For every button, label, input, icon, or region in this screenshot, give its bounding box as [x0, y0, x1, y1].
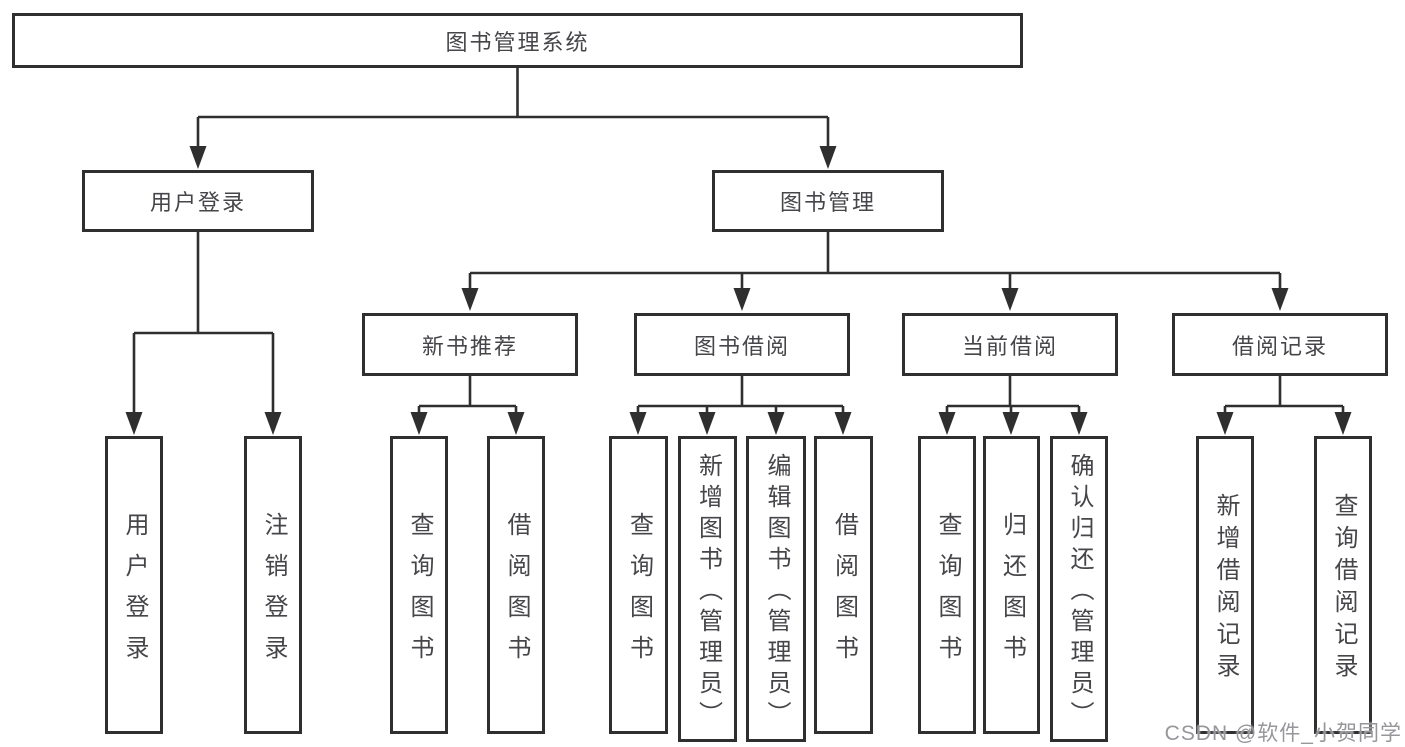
node-label: 注销登录 [260, 511, 287, 676]
node-label: 新增图书（管理员） [694, 453, 722, 732]
node-label: 查询借阅记录 [1330, 493, 1357, 685]
leaf-add-borrow-record: 新增借阅记录 [1196, 436, 1254, 734]
arrowhead [189, 146, 207, 169]
leaf-query-borrow-record: 查询借阅记录 [1314, 436, 1372, 734]
leaf-query-books: 查询图书 [918, 436, 976, 734]
connector-borrow-records-branch [1216, 376, 1352, 435]
node-current-borrowing: 当前借阅 [902, 313, 1118, 376]
node-label: 用户登录 [149, 190, 246, 215]
leaf-borrow-books: 借阅图书 [814, 436, 873, 734]
arrowhead [1002, 412, 1020, 435]
connector-new-books-branch [410, 376, 525, 435]
arrowhead [1070, 412, 1088, 435]
arrowhead [264, 412, 282, 435]
arrowhead [834, 412, 852, 435]
node-root: 图书管理系统 [12, 13, 1023, 68]
arrowhead [698, 412, 716, 435]
node-label: 查询图书 [934, 511, 961, 676]
node-label: 当前借阅 [961, 333, 1058, 359]
leaf-edit-books-admin: 编辑图书（管理员） [746, 436, 806, 742]
arrowhead [767, 412, 785, 435]
arrowhead [410, 412, 428, 435]
leaf-query-books: 查询图书 [390, 436, 448, 734]
node-label: 用户登录 [121, 511, 148, 676]
leaf-borrow-books: 借阅图书 [487, 436, 545, 734]
node-label: 编辑图书（管理员） [763, 453, 790, 732]
leaf-add-books-admin: 新增图书（管理员） [678, 436, 737, 742]
node-label: 查询图书 [406, 511, 433, 676]
arrowhead [507, 412, 525, 435]
node-label: 查询图书 [625, 511, 653, 676]
node-label: 归还图书 [998, 511, 1026, 676]
node-label: 图书管理系统 [445, 29, 590, 55]
arrowhead [938, 412, 956, 435]
arrowhead [819, 146, 837, 169]
arrowhead [461, 288, 479, 311]
node-book-management: 图书管理 [712, 170, 944, 232]
node-label: 借阅图书 [503, 511, 530, 676]
node-label: 借阅图书 [830, 511, 858, 676]
node-label: 借阅记录 [1231, 333, 1328, 359]
leaf-return-books: 归还图书 [983, 436, 1040, 734]
connector-book-mgmt-branch [461, 232, 1289, 311]
node-label: 新书推荐 [421, 333, 518, 359]
arrowhead [1271, 288, 1289, 311]
connector-user-login-branch [125, 232, 282, 435]
node-label: 新增借阅记录 [1212, 493, 1239, 685]
connector-current-borrow-branch [938, 376, 1088, 435]
arrowhead [629, 412, 647, 435]
node-label: 图书管理 [779, 190, 876, 215]
leaf-logout: 注销登录 [244, 436, 302, 734]
leaf-user-login: 用户登录 [105, 436, 163, 734]
arrowhead [125, 412, 143, 435]
node-label: 确认归还（管理员） [1066, 453, 1093, 732]
node-user-login: 用户登录 [82, 170, 314, 232]
csdn-watermark: CSDN @软件_小贺同学 [1164, 722, 1402, 745]
node-label: 图书借阅 [693, 333, 790, 359]
node-book-borrowing: 图书借阅 [634, 313, 850, 376]
connector-book-borrow-branch [629, 376, 852, 435]
arrowhead [733, 288, 751, 311]
arrowhead [1334, 412, 1352, 435]
leaf-query-books: 查询图书 [609, 436, 668, 734]
leaf-confirm-return-admin: 确认归还（管理员） [1050, 436, 1108, 742]
node-new-book-recommend: 新书推荐 [362, 313, 578, 376]
arrowhead [1001, 288, 1019, 311]
connector-root-to-level2 [189, 68, 837, 169]
arrowhead [1216, 412, 1234, 435]
node-borrow-records: 借阅记录 [1172, 313, 1388, 376]
